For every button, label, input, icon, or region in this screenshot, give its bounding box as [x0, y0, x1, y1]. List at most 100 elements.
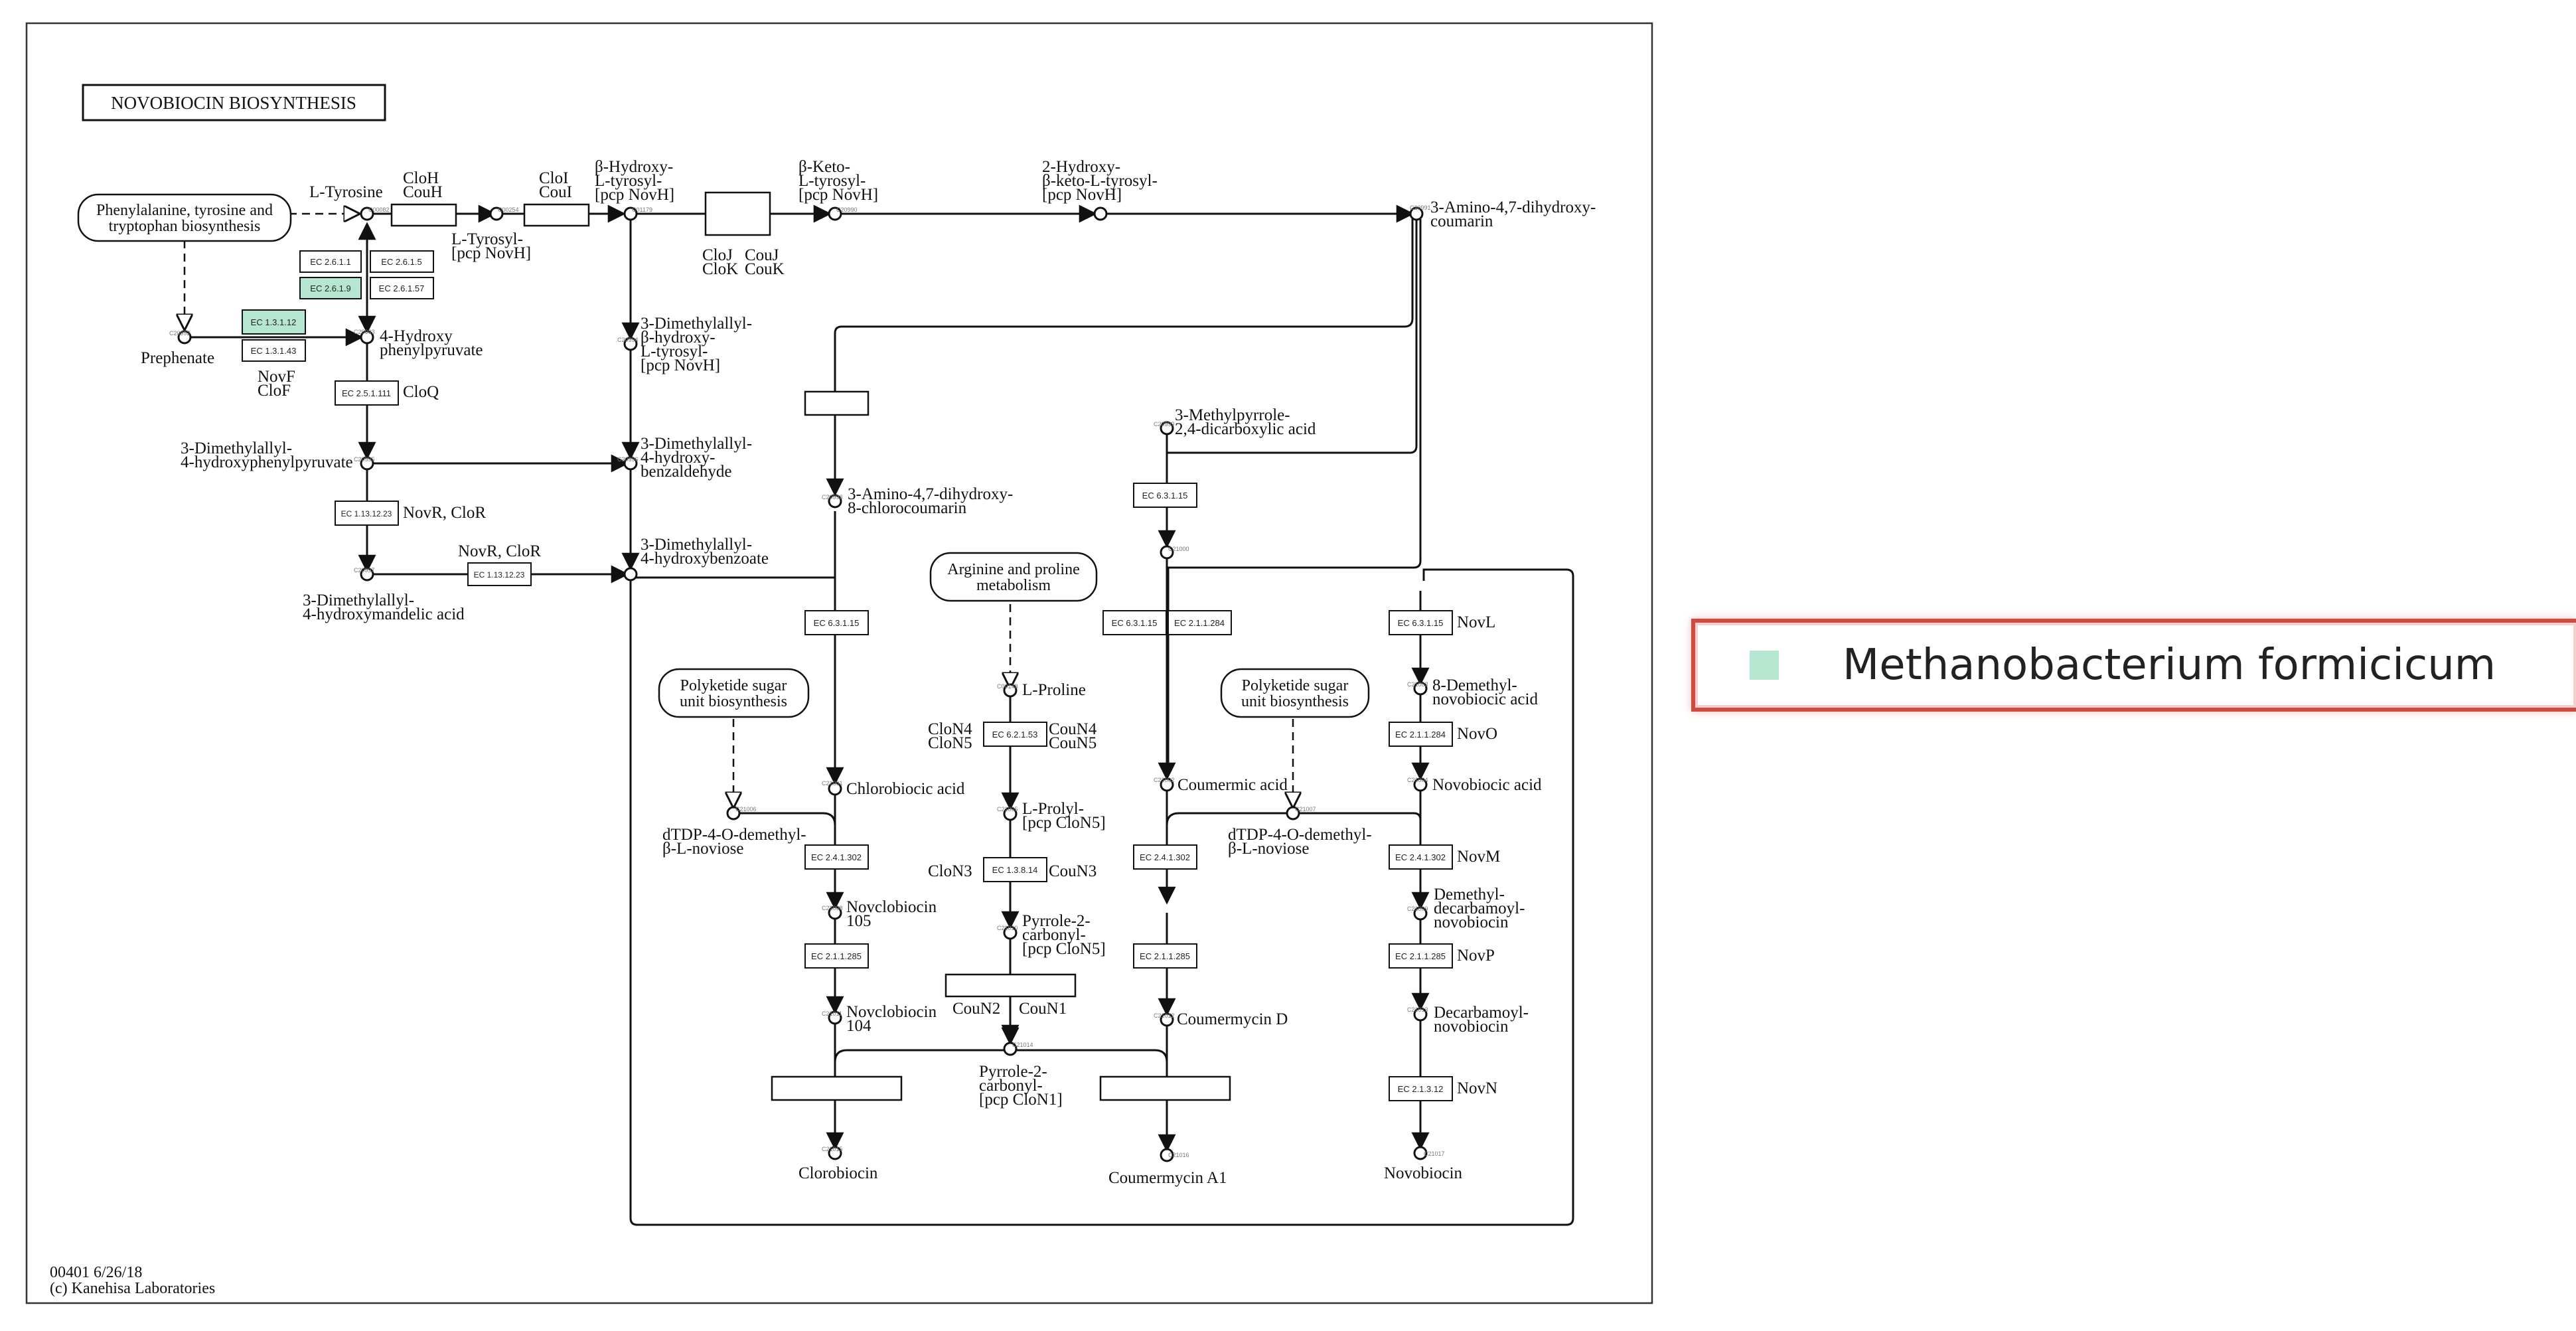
- gene-label: NovF: [258, 368, 295, 386]
- compound-node[interactable]: [1003, 807, 1018, 821]
- enzyme-box[interactable]: EC 2.6.1.5: [370, 250, 434, 273]
- compound-label: β-keto-L-tyrosyl-: [1042, 172, 1158, 190]
- gene-label: CouN4: [1049, 720, 1097, 738]
- enzyme-box-highlighted[interactable]: EC 1.3.1.12: [242, 309, 306, 335]
- compound-node[interactable]: [828, 1010, 842, 1025]
- enzyme-box[interactable]: EC 2.4.1.302: [1389, 844, 1453, 870]
- gene-box[interactable]: [704, 191, 771, 236]
- enzyme-box[interactable]: EC 6.3.1.15: [1389, 610, 1453, 635]
- svg-text:EC 2.6.1.1: EC 2.6.1.1: [310, 257, 350, 267]
- enzyme-box[interactable]: EC 2.4.1.302: [1133, 844, 1197, 870]
- compound-label: Decarbamoyl-: [1434, 1004, 1529, 1022]
- svg-text:EC 1.13.12.23: EC 1.13.12.23: [474, 570, 525, 580]
- compound-node[interactable]: [726, 806, 741, 821]
- pathway-link-phe-tyr-trp[interactable]: [77, 193, 292, 242]
- compound-node[interactable]: [1003, 683, 1018, 698]
- pathway-link-polyketide-1[interactable]: [658, 668, 810, 718]
- enzyme-box[interactable]: EC 2.1.3.12: [1389, 1076, 1453, 1101]
- compound-label: L-Proline: [1022, 681, 1086, 699]
- compound-node[interactable]: [360, 567, 374, 582]
- enzyme-box[interactable]: EC 2.6.1.57: [370, 277, 434, 299]
- gene-labels: CloH CouH CloI CouI CloJ CloK CouJ CouK …: [258, 169, 1500, 1097]
- compound-label: 4-hydroxybenzoate: [641, 550, 769, 568]
- gene-box[interactable]: [390, 203, 457, 227]
- svg-text:EC 6.3.1.15: EC 6.3.1.15: [814, 618, 860, 628]
- svg-text:EC 1.3.8.14: EC 1.3.8.14: [992, 865, 1038, 875]
- gene-box[interactable]: [771, 1075, 903, 1101]
- compound-node[interactable]: [360, 330, 374, 345]
- compound-node[interactable]: [1413, 1007, 1428, 1022]
- pathway-link-polyketide-2[interactable]: [1220, 668, 1370, 718]
- compound-label: novobiocic acid: [1432, 690, 1538, 708]
- compound-label: 3-Amino-4,7-dihydroxy-: [1430, 198, 1596, 216]
- compound-label: [pcp NovH]: [595, 186, 674, 204]
- enzyme-box-highlighted[interactable]: EC 2.6.1.9: [299, 277, 362, 299]
- gene-box[interactable]: [1099, 1075, 1231, 1101]
- compound-node[interactable]: [623, 206, 638, 221]
- enzyme-box[interactable]: EC 2.1.1.284: [1389, 722, 1453, 747]
- compound-node[interactable]: [489, 206, 504, 221]
- gene-label: CouI: [539, 183, 572, 201]
- gene-box[interactable]: [523, 203, 590, 227]
- gene-box[interactable]: [804, 390, 870, 416]
- compound-node[interactable]: [1160, 421, 1174, 435]
- legend-organism-label: Methanobacterium formicicum: [1843, 641, 2496, 690]
- enzyme-box[interactable]: EC 2.4.1.302: [804, 844, 869, 870]
- compound-node[interactable]: [1413, 1146, 1428, 1160]
- compound-node[interactable]: [1160, 1012, 1174, 1027]
- compound-label: Novobiocic acid: [1432, 776, 1542, 794]
- compound-label: Coumermycin D: [1177, 1010, 1288, 1028]
- compound-node[interactable]: [1160, 545, 1174, 560]
- compound-node[interactable]: [360, 206, 374, 221]
- enzyme-box[interactable]: EC 1.3.1.43: [242, 339, 306, 362]
- compound-node[interactable]: [1003, 1042, 1018, 1056]
- compound-node[interactable]: [828, 494, 842, 509]
- compound-node[interactable]: [1413, 681, 1428, 696]
- pathway-link-label: Arginine and proline: [947, 561, 1080, 578]
- enzyme-box[interactable]: EC 1.13.12.23: [335, 501, 399, 526]
- compound-node[interactable]: [177, 330, 192, 345]
- enzyme-box[interactable]: EC 2.1.1.285: [804, 943, 869, 969]
- compound-node[interactable]: [1003, 925, 1018, 940]
- enzyme-box[interactable]: EC 6.2.1.53: [983, 722, 1047, 747]
- svg-text:EC 6.3.1.15: EC 6.3.1.15: [1112, 618, 1158, 628]
- compound-node[interactable]: [1409, 206, 1424, 221]
- compound-node[interactable]: [623, 456, 638, 471]
- compound-label: 3-Dimethylallyl-: [641, 435, 752, 453]
- svg-text:C21001: C21001: [822, 780, 843, 787]
- enzyme-box[interactable]: EC 2.1.1.285: [1133, 943, 1197, 969]
- reaction-lines: [186, 204, 1574, 1226]
- compound-label: Clorobiocin: [798, 1164, 878, 1182]
- gene-box[interactable]: [945, 973, 1077, 998]
- pathway-link-arg-pro[interactable]: [929, 552, 1098, 602]
- svg-text:EC 2.1.1.285: EC 2.1.1.285: [1395, 951, 1446, 961]
- legend-swatch: [1750, 651, 1779, 680]
- compound-node[interactable]: [828, 781, 842, 796]
- enzyme-box[interactable]: EC 6.3.1.15: [804, 610, 869, 635]
- enzyme-box[interactable]: EC 2.5.1.111: [335, 380, 399, 406]
- compound-node[interactable]: [1160, 777, 1174, 792]
- compound-node[interactable]: [1093, 206, 1108, 221]
- compound-node[interactable]: [828, 905, 842, 920]
- compound-node[interactable]: [1160, 1148, 1174, 1162]
- enzyme-box[interactable]: EC 6.3.1.15: [1133, 483, 1197, 508]
- enzyme-box[interactable]: EC 2.1.1.285: [1389, 943, 1453, 969]
- compound-node[interactable]: [828, 206, 842, 221]
- enzyme-box[interactable]: EC 2.1.1.284: [1168, 610, 1232, 635]
- enzyme-box[interactable]: EC 2.6.1.1: [299, 250, 362, 273]
- enzyme-box[interactable]: EC 1.13.12.23: [467, 562, 532, 586]
- compound-node[interactable]: [360, 456, 374, 471]
- compound-node[interactable]: [623, 567, 638, 582]
- compound-node[interactable]: [1413, 906, 1428, 921]
- compound-node[interactable]: [623, 337, 638, 351]
- compound-node[interactable]: [1413, 777, 1428, 792]
- svg-text:C00254: C00254: [498, 206, 519, 213]
- enzyme-box[interactable]: EC 6.3.1.15: [1102, 610, 1167, 635]
- enzyme-box[interactable]: EC 1.3.8.14: [983, 857, 1047, 882]
- compound-node[interactable]: [1286, 806, 1300, 821]
- gene-label: CloJ: [702, 246, 733, 264]
- compound-node[interactable]: [828, 1146, 842, 1160]
- compound-label: Chlorobiocic acid: [846, 780, 965, 798]
- compound-label: 3-Dimethylallyl-: [641, 536, 752, 554]
